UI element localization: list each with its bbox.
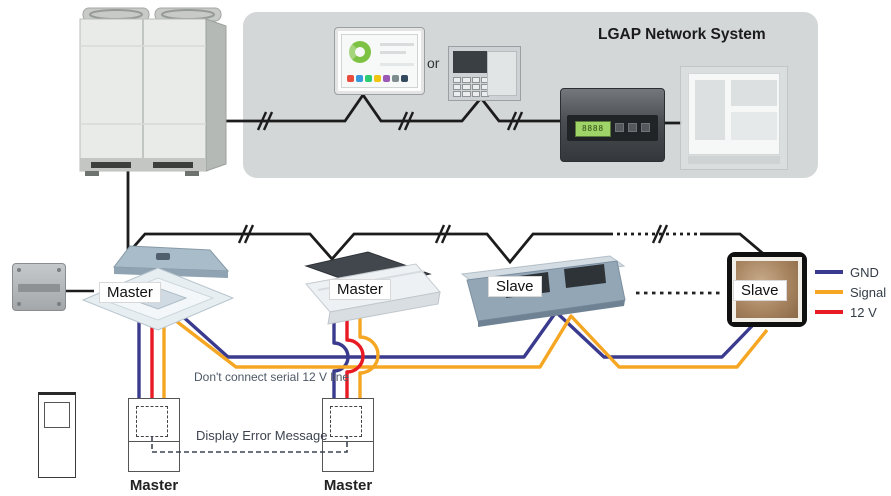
framed-unit-label: Slave (733, 280, 787, 301)
duct-unit-label: Slave (488, 276, 542, 297)
keypad-side-panel (487, 51, 517, 96)
indoor-bus-end (700, 232, 767, 258)
wired-remote-right (322, 398, 374, 472)
touchscreen-controller (334, 27, 425, 95)
wire-legend: GND Signal 12 V (815, 262, 889, 322)
ceiling-unit-label: Master (329, 279, 391, 300)
interface-module-box (12, 263, 66, 311)
outdoor-unit (79, 7, 227, 176)
remote-right-label: Master (323, 477, 373, 494)
gateway-device: 8888 (560, 88, 665, 162)
remote-left-label: Master (129, 477, 179, 494)
legend-item-12v: 12 V (815, 302, 889, 322)
remote-display-area (136, 406, 168, 437)
indoor-unit-duct (460, 255, 626, 327)
pc-screen (688, 73, 780, 155)
keypad-controller (448, 46, 521, 101)
floor-standing-unit-outline (38, 392, 76, 478)
cassette-unit-label: Master (99, 282, 161, 303)
twelve-v-swatch (815, 310, 843, 314)
serial-note: Don't connect serial 12 V line (194, 370, 350, 384)
signal-swatch (815, 290, 843, 294)
pc-monitor (680, 66, 788, 170)
error-note: Display Error Message (196, 428, 328, 443)
lgap-title: LGAP Network System (598, 26, 766, 43)
gateway-front-band: 8888 (567, 115, 658, 141)
legend-item-signal: Signal (815, 282, 889, 302)
keypad-display (453, 51, 487, 73)
or-label: or (427, 55, 440, 71)
gateway-lcd: 8888 (575, 121, 611, 137)
wired-remote-left (128, 398, 180, 472)
energy-donut-icon (349, 41, 371, 63)
touchscreen-display (341, 34, 418, 88)
keypad-buttons (453, 77, 489, 97)
gnd-swatch (815, 270, 843, 274)
gateway-buttons (615, 123, 650, 132)
bus-break-icons (237, 111, 669, 244)
controller-bus-line (222, 92, 563, 123)
pc-taskbar (688, 156, 780, 164)
touchscreen-app-icons (347, 75, 412, 83)
legend-item-gnd: GND (815, 262, 889, 282)
indoor-bus-line (129, 232, 610, 265)
floor-unit-window (44, 402, 70, 428)
